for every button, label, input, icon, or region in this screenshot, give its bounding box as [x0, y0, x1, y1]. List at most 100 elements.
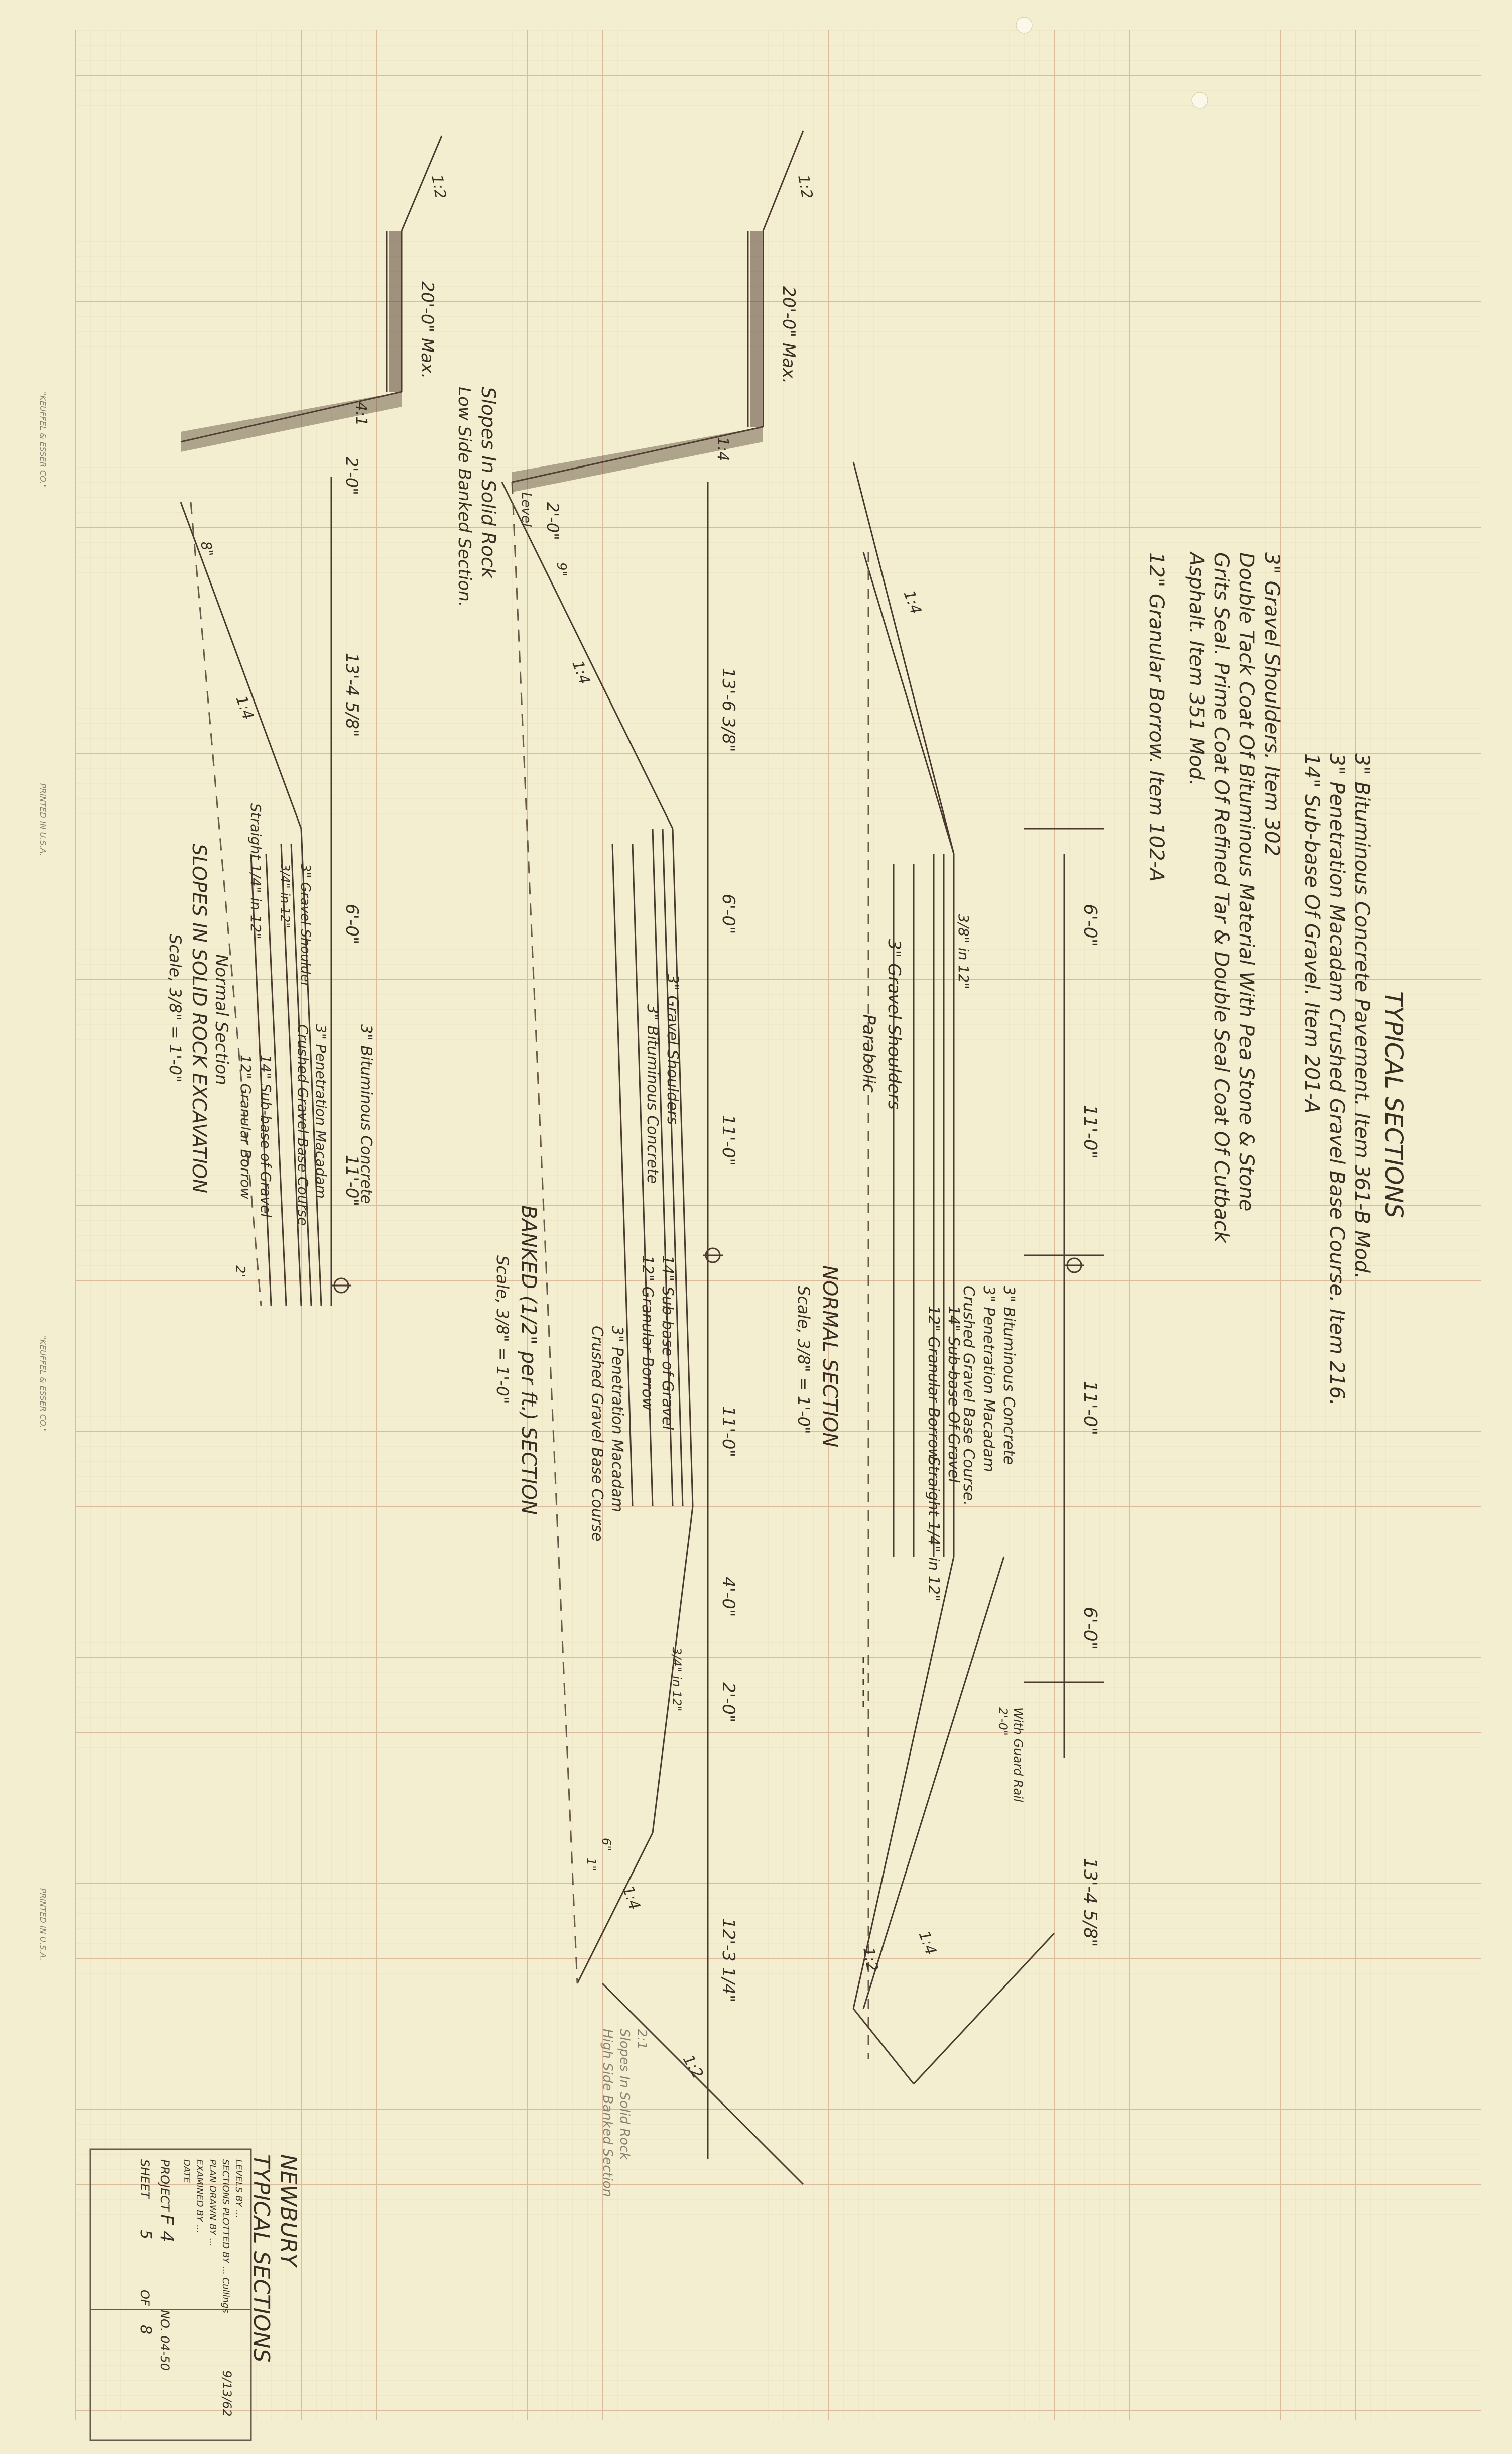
material-line: 12" Granular Borrow. Item 102-A [1145, 552, 1168, 882]
banked-layer-label: 3" Penetration Macadam [608, 1326, 626, 1512]
margin-stamps: "KEUFFEL & ESSER CO." PRINTED IN U.S.A. … [38, 392, 48, 1961]
normal-small-label: With Guard Rail [1011, 1707, 1025, 1802]
title-block-heading: TYPICAL SECTIONS [248, 2154, 274, 2362]
normal-layer-label: Crushed Gravel Base Course. [960, 1286, 977, 1506]
banked-small-label: Level [519, 492, 534, 527]
material-line: Double Tack Coat Of Bituminous Material … [1235, 552, 1258, 1211]
binder-hole-right [1191, 92, 1208, 109]
rock-layer-label: 3" Gravel Shoulder [298, 864, 313, 988]
rock-small-label: 8" [197, 540, 216, 558]
rock-layer-label: 3" Penetration Macadam [313, 1024, 329, 1199]
normal-layer-label: 14" Sub-base Of Gravel [945, 1306, 962, 1483]
dim-label: 11'-0" [718, 1115, 738, 1166]
material-line: Grits Seal. Prime Coat Of Refined Tar & … [1210, 552, 1233, 1244]
faint-note: Slopes In Solid Rock [617, 2029, 632, 2160]
rock-section: 20'-0" Max. 2'-0" 13'-4 5/8" 6'-0" 11'-0… [166, 135, 499, 1306]
banked-section: 20'-0" Max. 2'-0" 13'-6 3/8" 6'-0" 11'-0… [493, 130, 816, 2197]
rock-layer-label: 12" Granular Borrow [237, 1055, 254, 1199]
rock-layer-label: Straight 1/4" in 12" [247, 803, 264, 939]
dim-label: 11'-0" [342, 1155, 362, 1206]
banked-layer-label: 3" Gravel Shoulders [664, 974, 681, 1125]
title-block-line: PLAN DRAWN BY ... [207, 2159, 218, 2247]
town-name: NEWBURY [276, 2154, 301, 2268]
project-extra: NO. 04-50 [158, 2310, 172, 2371]
dim-label: 13'-6 3/8" [718, 668, 738, 752]
rock-section-title: SLOPES IN SOLID ROCK EXCAVATION [188, 844, 210, 1193]
normal-section: 6'-0" 11'-0" 11'-0" 6'-0" 13'-4 5/8" 3" … [794, 461, 1104, 2085]
rock-layer-label: 3" Bituminous Concrete [357, 1024, 375, 1204]
title-block-line: SECTIONS PLOTTED BY ... Cullings [220, 2159, 231, 2313]
sheet-number: 5 [137, 2230, 154, 2239]
binder-hole-left [1016, 17, 1033, 34]
banked-layer-label: Crushed Gravel Base Course [588, 1326, 606, 1541]
slope-label: 1:2 [859, 1946, 881, 1973]
material-line: 14" Sub-base Of Gravel. Item 201-A [1300, 753, 1323, 1114]
normal-layer-label: 3" Bituminous Concrete [1000, 1286, 1018, 1465]
normal-layer-label: 3" Penetration Macadam [980, 1286, 997, 1472]
dim-label: 13'-4 5/8" [1080, 1858, 1100, 1947]
banked-small-label: 6" [599, 1838, 613, 1851]
sheet-label: SHEET [138, 2159, 152, 2200]
rock-side-note: Low Side Banked Section. [454, 387, 474, 607]
banked-section-scale: Scale, 3/8" = 1'-0" [493, 1255, 512, 1404]
dim-label: 11'-0" [718, 1406, 738, 1457]
of-label: OF [138, 2290, 152, 2307]
slope-label: 1:2 [794, 173, 816, 200]
rock-small-label: 2' [232, 1265, 247, 1277]
stamp-text: PRINTED IN U.S.A. [38, 1888, 48, 1961]
dim-label: 6'-0" [342, 904, 362, 945]
normal-layer-label: Straight 1/4" in 12" [925, 1456, 942, 1602]
title-block-line: LEVELS BY ... [233, 2159, 244, 2218]
banked-small-label: 9" [554, 562, 569, 577]
normal-layer-label: 3" Gravel Shoulders [884, 939, 904, 1110]
banked-section-title: BANKED (1/2" per ft.) SECTION [517, 1205, 540, 1515]
dim-label: 6'-0" [1080, 1607, 1100, 1650]
centerline-symbols [331, 1247, 1084, 1294]
title-block-line: DATE [181, 2159, 192, 2183]
stamp-text: "KEUFFEL & ESSER CO." [38, 392, 48, 488]
material-line: Asphalt. Item 351 Mod. [1185, 551, 1208, 786]
dim-label: 4'-0" [718, 1577, 738, 1617]
normal-section-title: NORMAL SECTION [818, 1265, 841, 1447]
dim-label: 12'-3 1/4" [718, 1918, 738, 2003]
materials-list: TYPICAL SECTIONS 3" Bituminous Concrete … [1145, 551, 1408, 1406]
rock-layer-label: 14" Sub-base of Gravel [258, 1055, 274, 1218]
slope-label: 1:4 [714, 437, 731, 461]
title-block-date: 9/13/62 [220, 2370, 234, 2417]
project-label: PROJECT [158, 2159, 172, 2212]
banked-small-label: 3/4" in 12" [670, 1647, 684, 1711]
rock-layer-label: Crushed Gravel Base Course [295, 1024, 311, 1226]
slope-label: 1:2 [428, 173, 449, 200]
title-block-line: EXAMINED BY ... [194, 2159, 205, 2233]
rock-side-note: Slopes In Solid Rock [477, 387, 499, 579]
banked-layer-label: 3" Bituminous Concrete [644, 1004, 661, 1184]
dim-label: 11'-0" [1080, 1105, 1100, 1159]
banked-layer-label: 12" Granular Borrow [639, 1255, 656, 1411]
title-block: NEWBURY TYPICAL SECTIONS LEVELS BY ... S… [89, 2148, 301, 2441]
normal-small-label: 3/8" in 12" [955, 914, 972, 989]
rock-section-subtitle: Normal Section [211, 954, 231, 1085]
dim-label: 13'-4 5/8" [342, 653, 362, 737]
faint-note: High Side Banked Section [600, 2029, 615, 2197]
rock-hatch [181, 231, 402, 452]
material-line: 3" Penetration Macadam Crushed Gravel Ba… [1325, 753, 1348, 1406]
dim-label: 20'-0" Max. [779, 286, 799, 384]
dim-label: 2'-0" [543, 502, 562, 540]
rock-hatch [512, 231, 763, 492]
dim-label: 6'-0" [1080, 904, 1100, 947]
sheet-title: TYPICAL SECTIONS [1379, 991, 1408, 1218]
graph-grid [75, 30, 1481, 2420]
dim-label: 20'-0" Max. [417, 281, 437, 379]
faint-note: 2:1 [634, 2029, 649, 2050]
rock-layer-label: 3/4" in 12" [278, 864, 292, 928]
banked-small-label: 1" [584, 1858, 598, 1871]
project-number: F 4 [156, 2214, 177, 2242]
normal-small-label: 2'-0" [996, 1707, 1010, 1736]
dim-label: 2'-0" [718, 1682, 738, 1723]
dim-label: 2'-0" [342, 457, 361, 495]
material-line: 3" Gravel Shoulders. Item 302 [1260, 552, 1283, 856]
dim-label: 11'-0" [1080, 1381, 1100, 1435]
normal-section-scale: Scale, 3/8" = 1'-0" [794, 1286, 813, 1434]
